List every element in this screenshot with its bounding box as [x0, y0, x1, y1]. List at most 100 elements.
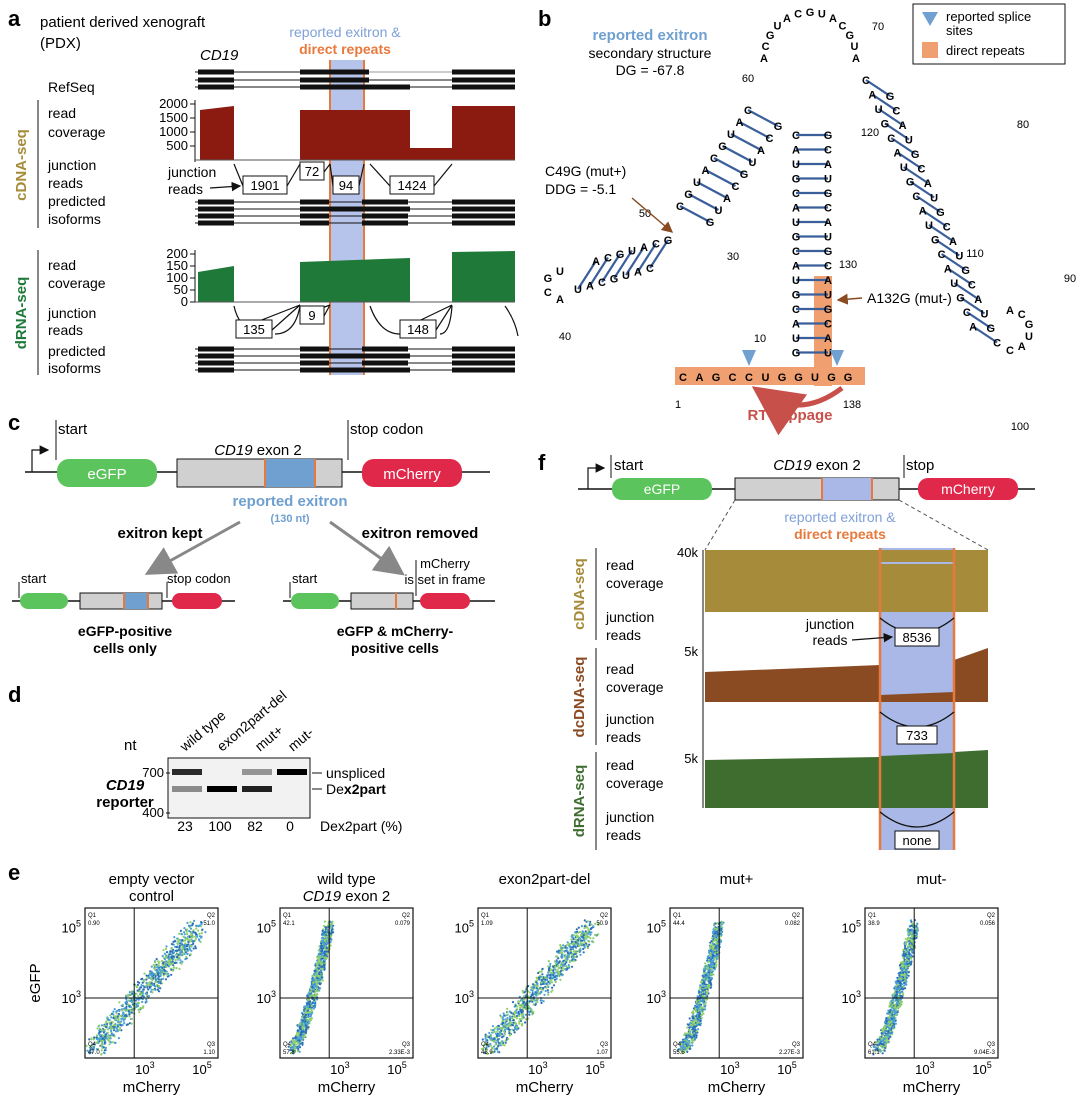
nt-position-label: 30 [727, 251, 739, 263]
flow-event [519, 1018, 522, 1021]
flow-event [306, 994, 309, 998]
flow-event [301, 1026, 304, 1029]
flow-event [150, 970, 153, 973]
flow-event [309, 995, 312, 998]
flow-event [486, 1035, 489, 1038]
flow-event [106, 1017, 109, 1020]
flow-event [706, 991, 709, 995]
flow-event [109, 1023, 112, 1026]
flow-event [910, 954, 913, 957]
flow-event [523, 998, 526, 1001]
flow-event [592, 941, 595, 944]
flow-event [165, 973, 168, 976]
flow-event [170, 950, 173, 953]
flow-event [703, 973, 706, 977]
central-stem-base: U [792, 217, 800, 229]
flow-event [915, 925, 918, 928]
flow-event [324, 962, 327, 965]
flow-event [301, 1019, 304, 1022]
central-stem-base: U [792, 333, 800, 345]
flow-event [484, 1035, 487, 1039]
unspliced-band [172, 769, 202, 775]
flow-event [117, 1037, 120, 1040]
flow-event [128, 991, 131, 994]
flow-event [899, 1004, 902, 1007]
flow-event [883, 1021, 887, 1024]
flow-event [565, 949, 568, 952]
flow-event [287, 1045, 290, 1048]
right-loop-base: A [1006, 305, 1014, 317]
flow-event [488, 1031, 491, 1035]
flow-event [902, 956, 905, 959]
flow-event [539, 992, 542, 995]
flow-event [879, 1050, 882, 1053]
flow-event [700, 990, 703, 994]
panel-d-label: d [8, 682, 21, 707]
flow-event [317, 952, 320, 956]
flow-event [898, 1000, 901, 1004]
flow-event [902, 954, 905, 957]
flow-event [157, 978, 160, 981]
flow-event [98, 1024, 101, 1027]
quadrant-name: Q3 [600, 1042, 609, 1048]
f-drna-label: dRNA-seq [571, 765, 588, 838]
flow-event [307, 1026, 310, 1029]
zoom-line-left [704, 499, 736, 551]
flow-event [531, 1013, 534, 1016]
flow-event [561, 974, 564, 977]
flow-event [514, 1022, 517, 1025]
flow-event [163, 958, 166, 961]
flow-event [535, 994, 538, 997]
left-lower-arm-base: C [646, 263, 654, 275]
flow-event [174, 953, 177, 957]
drna-isoform-exon [300, 346, 329, 352]
flow-event [136, 1001, 139, 1004]
flow-event [189, 944, 192, 947]
flow-event [702, 986, 705, 989]
flow-event [125, 1015, 128, 1018]
dex2part-label: Dex2part [326, 781, 386, 797]
flow-event [712, 959, 715, 962]
flow-event [702, 968, 705, 971]
flow-plot: exon2part-delQ11.09Q250.9Q31.07Q446.9103… [455, 871, 612, 1096]
flow-event [190, 936, 193, 939]
flow-event [332, 931, 335, 934]
flow-event [506, 1010, 509, 1014]
right-arm-pair [890, 137, 916, 155]
flow-event [566, 951, 570, 955]
flow-event [101, 1037, 104, 1040]
central-stem-base: A [824, 159, 832, 171]
flow-event [899, 981, 902, 984]
f-egfp-label: eGFP [644, 481, 681, 497]
gene-cd19: CD19 [200, 47, 239, 64]
flow-event [545, 986, 548, 989]
flow-event [102, 1046, 105, 1049]
flow-event [557, 949, 560, 952]
flow-event [105, 1020, 108, 1023]
flow-event [906, 955, 909, 958]
flow-event [187, 939, 190, 942]
flow-event [129, 1000, 132, 1003]
left-arm-base: C [732, 181, 740, 193]
flow-event [128, 1011, 131, 1014]
flow-event [577, 935, 580, 938]
flow-event [157, 972, 160, 975]
left-lower-arm-pair [613, 249, 633, 280]
flow-event [504, 1041, 507, 1044]
flow-event [508, 1023, 511, 1026]
flow-event [496, 1028, 499, 1031]
flow-event [709, 986, 712, 989]
flow-event [125, 1009, 129, 1012]
flow-event [305, 1013, 308, 1016]
flow-event [906, 929, 909, 932]
flow-event [172, 955, 175, 958]
quadrant-percent: 47.0 [88, 1050, 100, 1056]
flow-event [589, 928, 592, 931]
flow-event [108, 1021, 111, 1024]
flow-event [120, 1029, 123, 1032]
flow-event [313, 969, 316, 973]
flow-event [586, 946, 590, 950]
f-drna-junction-arc [879, 811, 955, 828]
unspliced-band [242, 769, 272, 775]
